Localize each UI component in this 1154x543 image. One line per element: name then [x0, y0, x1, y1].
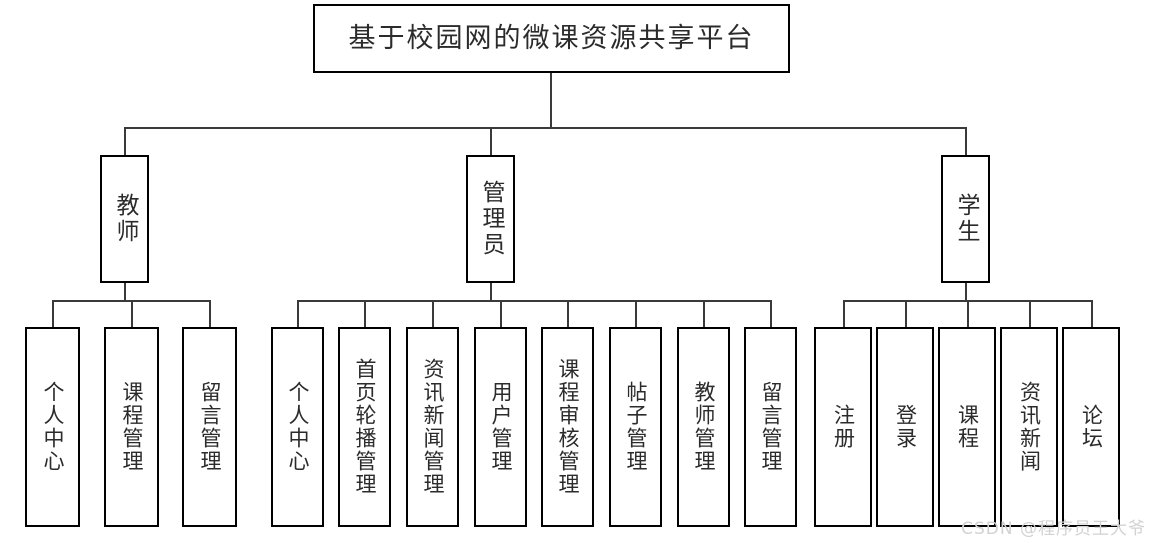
connector-admin-to-child-2	[364, 300, 366, 327]
connector-root-drop	[550, 73, 552, 127]
node-student-forum-label: 论坛	[1079, 404, 1104, 450]
node-student-login-label: 登录	[893, 404, 918, 450]
node-student-label: 学生	[953, 193, 979, 245]
node-admin-user-management[interactable]: 用户管理	[474, 327, 527, 527]
connector-bus-to-teacher	[124, 127, 126, 155]
node-teacher-message-management-label: 留言管理	[198, 381, 222, 473]
connector-admin-drop	[490, 283, 492, 300]
node-root-label: 基于校园网的微课资源共享平台	[348, 23, 755, 54]
node-teacher-personal-center-label: 个人中心	[41, 381, 65, 473]
node-student-register-label: 注册	[831, 404, 856, 450]
node-admin-news-management-label: 资讯新闻管理	[421, 358, 445, 496]
node-admin-post-management[interactable]: 帖子管理	[609, 327, 662, 527]
node-admin-message-management-label: 留言管理	[759, 381, 783, 473]
node-admin-user-management-label: 用户管理	[489, 381, 513, 473]
node-admin-news-management[interactable]: 资讯新闻管理	[406, 327, 459, 527]
connector-admin-bus	[297, 300, 771, 302]
connector-admin-to-child-3	[432, 300, 434, 327]
connector-student-to-child-4	[1029, 300, 1031, 327]
connector-admin-to-child-1	[297, 300, 299, 327]
connector-student-to-child-5	[1091, 300, 1093, 327]
connector-teacher-to-child-1	[52, 300, 54, 327]
node-student[interactable]: 学生	[941, 155, 990, 283]
node-admin-personal-center[interactable]: 个人中心	[271, 327, 324, 527]
connector-student-drop	[965, 283, 967, 300]
node-teacher-message-management[interactable]: 留言管理	[182, 327, 237, 527]
node-admin-teacher-management-label: 教师管理	[692, 381, 716, 473]
node-admin-label: 管理员	[478, 180, 504, 258]
node-admin-post-management-label: 帖子管理	[624, 381, 648, 473]
node-admin-personal-center-label: 个人中心	[286, 381, 310, 473]
node-root[interactable]: 基于校园网的微课资源共享平台	[313, 4, 790, 73]
node-admin-course-audit-management[interactable]: 课程审核管理	[541, 327, 594, 527]
node-student-news-label: 资讯新闻	[1017, 381, 1042, 473]
node-admin[interactable]: 管理员	[466, 155, 515, 283]
node-teacher-personal-center[interactable]: 个人中心	[25, 327, 80, 527]
connector-admin-to-child-4	[500, 300, 502, 327]
connector-teacher-drop	[124, 283, 126, 300]
node-student-forum[interactable]: 论坛	[1062, 327, 1120, 527]
connector-teacher-to-child-2	[131, 300, 133, 327]
connector-main-bus	[124, 127, 967, 129]
node-admin-carousel-management[interactable]: 首页轮播管理	[338, 327, 391, 527]
connector-student-to-child-1	[843, 300, 845, 327]
connector-student-to-child-3	[967, 300, 969, 327]
node-teacher[interactable]: 教师	[100, 155, 149, 283]
connector-teacher-to-child-3	[209, 300, 211, 327]
connector-admin-to-child-7	[703, 300, 705, 327]
node-admin-carousel-management-label: 首页轮播管理	[353, 358, 377, 496]
connector-student-to-child-2	[905, 300, 907, 327]
connector-admin-to-child-6	[635, 300, 637, 327]
connector-bus-to-student	[965, 127, 967, 155]
node-student-course[interactable]: 课程	[938, 327, 996, 527]
node-student-course-label: 课程	[955, 404, 980, 450]
node-teacher-label: 教师	[112, 193, 138, 245]
node-teacher-course-management[interactable]: 课程管理	[104, 327, 159, 527]
node-teacher-course-management-label: 课程管理	[120, 381, 144, 473]
node-student-login[interactable]: 登录	[876, 327, 934, 527]
node-student-news[interactable]: 资讯新闻	[1000, 327, 1058, 527]
node-admin-message-management[interactable]: 留言管理	[744, 327, 797, 527]
connector-bus-to-admin	[490, 127, 492, 155]
node-student-register[interactable]: 注册	[814, 327, 872, 527]
connector-admin-to-child-8	[770, 300, 772, 327]
connector-admin-to-child-5	[567, 300, 569, 327]
node-admin-teacher-management[interactable]: 教师管理	[677, 327, 730, 527]
node-admin-course-audit-management-label: 课程审核管理	[556, 358, 580, 496]
